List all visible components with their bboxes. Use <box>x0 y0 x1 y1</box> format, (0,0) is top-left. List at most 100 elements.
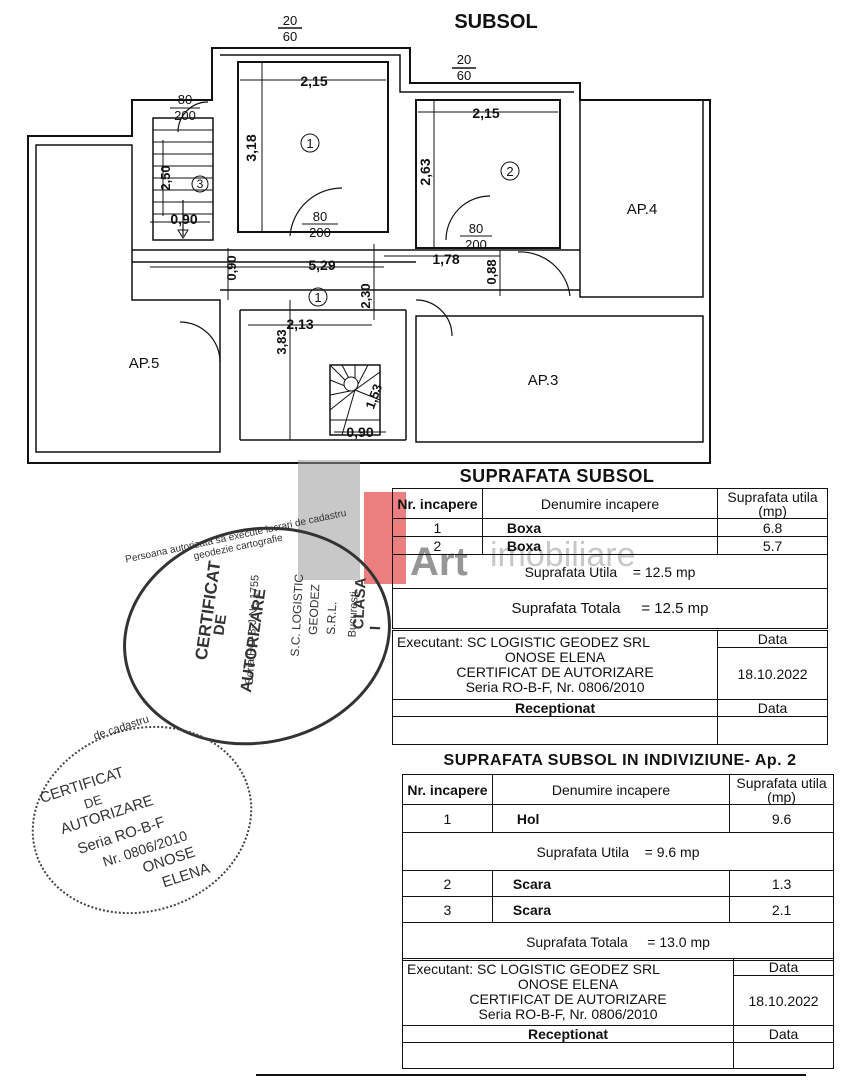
table2-data-label2: Data <box>733 1025 834 1043</box>
building-outline <box>27 47 711 464</box>
table1-row1-area: 6.8 <box>717 518 828 537</box>
table1-row1-name: Boxa <box>481 518 719 537</box>
table1-exec: Executant: SC LOGISTIC GEODEZ SRL ONOSE … <box>391 630 828 745</box>
door-center-den: 200 <box>309 225 331 240</box>
dim-room1-width: 2,15 <box>300 73 327 89</box>
stamp2-center1: CERTIFICAT <box>37 763 126 807</box>
dim-room2-width: 2,15 <box>472 105 499 121</box>
table1-utila: Suprafata Utila = 12.5 mp <box>392 554 828 589</box>
door-center-num: 80 <box>313 209 327 224</box>
table2-row2-area: 1.3 <box>729 870 834 897</box>
table2-col-name: Denumire incapere <box>491 774 731 805</box>
table1-row2-name: Boxa <box>481 536 719 555</box>
table2-heading: SUPRAFATA SUBSOL IN INDIVIZIUNE- Ap. 2 <box>443 752 797 769</box>
vent-right-num: 20 <box>457 52 471 67</box>
dim-stair-bottom-height: 1,53 <box>362 382 385 411</box>
table1-row2-nr: 2 <box>392 536 483 555</box>
stairs-3 <box>152 117 214 241</box>
table2-exec-line1: Executant: SC LOGISTIC GEODEZ SRL <box>407 961 660 977</box>
hall-label: 1 <box>314 290 321 305</box>
table1-exec-line1: Executant: SC LOGISTIC GEODEZ SRL <box>397 634 650 650</box>
table2-totala-label: Suprafata Totala <box>526 933 628 950</box>
table2-totala: Suprafata Totala = 13.0 mp <box>402 922 834 961</box>
table2-totala-value: = 13.0 mp <box>647 933 710 950</box>
table1-data-label: Data <box>717 630 828 648</box>
table2: Nr. incapere Denumire incapere Suprafata… <box>402 774 834 961</box>
table2-col-area: Suprafata utila (mp) <box>729 774 834 805</box>
table1-receptionat: Receptionat <box>391 699 719 717</box>
dim-stair-bottom-width: 0,90 <box>346 424 373 440</box>
room-1 <box>237 61 389 233</box>
table1: Nr. incapere Denumire incapere Suprafata… <box>392 488 828 629</box>
vent-right-den: 60 <box>457 68 471 83</box>
table2-utila: Suprafata Utila = 9.6 mp <box>402 832 834 871</box>
table1-utila-label: Suprafata Utila <box>524 563 618 580</box>
table1-totala-value: = 12.5 mp <box>641 600 709 617</box>
table1-utila-value: = 12.5 mp <box>632 563 696 580</box>
ap4-label: AP.4 <box>627 201 658 218</box>
stamp2-ring: de cadastru <box>92 713 151 743</box>
dim-hall-lower-height: 2,30 <box>358 283 373 308</box>
dim-hall-length: 5,29 <box>308 257 335 273</box>
dim-room2-height: 2,63 <box>417 158 433 185</box>
dim-hall-lower-total: 3,83 <box>274 329 289 354</box>
stamp1-firm2: GEODEZ <box>305 583 323 636</box>
table2-exec-line3: CERTIFICAT DE AUTORIZARE <box>469 991 667 1007</box>
table1-data-value: 18.10.2022 <box>717 647 828 700</box>
table1-totala: Suprafata Totala = 12.5 mp <box>392 588 828 629</box>
ap5-area <box>35 144 221 453</box>
door-right-den: 200 <box>465 237 487 252</box>
vent-left-den: 60 <box>283 29 297 44</box>
stamp1-ring: Persoana autorizata sa execute lucrari d… <box>124 507 348 566</box>
door-left-den: 200 <box>174 108 196 123</box>
table1-heading: SUPRAFATA SUBSOL <box>459 466 655 486</box>
table1-exec-line2: ONOSE ELENA <box>504 649 606 665</box>
table1-exec-cell: Executant: SC LOGISTIC GEODEZ SRL ONOSE … <box>391 630 719 700</box>
stamp1-clasa: CLASA I <box>350 577 385 631</box>
table2-utila-label: Suprafata Utila <box>536 843 630 860</box>
room3-label: 3 <box>197 177 204 191</box>
dim-hall-right: 1,78 <box>432 251 459 267</box>
ap5-label: AP.5 <box>129 355 160 372</box>
dim-room1-height: 3,18 <box>243 134 259 161</box>
table2-row3-nr: 3 <box>402 896 493 923</box>
ap4-area <box>579 99 704 298</box>
table2-row1-area: 9.6 <box>729 804 834 833</box>
table2-exec-line4: Seria RO-B-F, Nr. 0806/2010 <box>478 1006 658 1022</box>
room1-label: 1 <box>306 136 313 151</box>
ap3-label: AP.3 <box>528 372 559 389</box>
table1-row2-area: 5.7 <box>717 536 828 555</box>
table2-row1-nr: 1 <box>402 804 493 833</box>
stamp1-firm1: S.C. LOGISTIC <box>287 573 307 657</box>
table2-data-value: 18.10.2022 <box>733 975 834 1026</box>
door-right-num: 80 <box>469 221 483 236</box>
table2-row1-name: Hol <box>491 804 731 833</box>
ap3-area <box>415 315 704 443</box>
dim-hall-height-left: 0,90 <box>224 255 239 280</box>
stamp1-firm3: S.R.L. <box>323 601 340 636</box>
dim-stair-top-width: 0,90 <box>170 211 197 227</box>
table2-exec-cell: Executant: SC LOGISTIC GEODEZ SRL ONOSE … <box>401 958 735 1026</box>
table2-col-nr: Nr. incapere <box>402 774 493 805</box>
table2-row2-nr: 2 <box>402 870 493 897</box>
dim-hall-lower-width: 2,13 <box>286 316 313 332</box>
table2-data-label: Data <box>733 958 834 976</box>
table1-col-nr: Nr. incapere <box>392 488 483 519</box>
table2-exec: Executant: SC LOGISTIC GEODEZ SRL ONOSE … <box>401 958 834 1069</box>
stamp1-center2: DE <box>210 613 231 637</box>
floor-plan: SUBSOL 20 60 20 60 <box>27 11 711 464</box>
table1-col-name: Denumire incapere <box>481 488 719 519</box>
door-left-num: 80 <box>178 92 192 107</box>
table1-totala-label: Suprafata Totala <box>511 600 621 617</box>
room2-label: 2 <box>506 164 513 179</box>
room-2 <box>415 99 561 249</box>
table2-row3-name: Scara <box>491 896 731 923</box>
table2-row3-area: 2.1 <box>729 896 834 923</box>
plan-title: SUBSOL <box>454 11 537 33</box>
dim-hall-right-height: 0,88 <box>484 259 499 284</box>
table2-exec-line2: ONOSE ELENA <box>517 976 619 992</box>
dim-stair-top-height: 2,50 <box>158 165 173 190</box>
table2-utila-value: = 9.6 mp <box>644 843 700 860</box>
vent-left-num: 20 <box>283 13 297 28</box>
watermark-gray-block <box>298 460 360 580</box>
